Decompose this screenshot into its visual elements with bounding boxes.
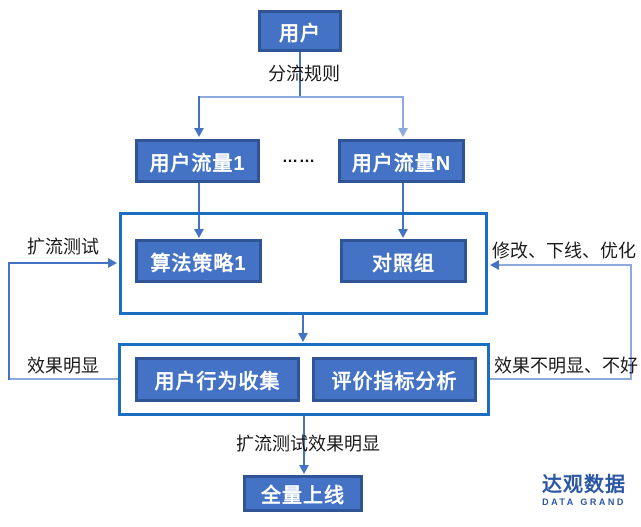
label-split-rule: 分流规则: [268, 64, 340, 84]
node-control-group: 对照组: [340, 239, 467, 283]
node-user-flow-n: 用户流量N: [338, 139, 465, 183]
connector-evaluation-launch: [303, 416, 305, 466]
datagrand-logo: 达观数据 DATA GRAND: [542, 474, 626, 507]
connector-leftloop-top: [8, 262, 108, 264]
container-evaluation-group: [118, 343, 490, 416]
node-metrics-analysis: 评价指标分析: [312, 357, 477, 402]
logo-subtitle: DATA GRAND: [542, 497, 626, 507]
connector-leftloop-vertical: [8, 262, 10, 380]
connector-split-flowN: [402, 96, 404, 129]
connector-testgroup-evaluation: [302, 315, 304, 334]
connector-flowN-control: [402, 183, 404, 230]
arrowhead-control: [398, 229, 408, 238]
node-behavior-collection: 用户行为收集: [135, 357, 300, 402]
connector-user-split: [299, 52, 301, 97]
label-effect-not-obvious: 效果不明显、不好: [494, 356, 638, 376]
connector-rightloop-bottom: [488, 378, 632, 380]
node-user-flow-1: 用户流量1: [135, 139, 260, 183]
arrowhead-algo1: [194, 229, 204, 238]
container-test-group: [119, 212, 488, 315]
connector-flow1-algo1: [198, 183, 200, 230]
arrowhead-evaluation: [298, 333, 308, 342]
label-expand-test: 扩流测试: [27, 237, 99, 257]
arrowhead-flow1: [194, 128, 204, 137]
label-expand-test-effect-obvious: 扩流测试效果明显: [236, 434, 380, 454]
label-ellipsis: ……: [282, 149, 316, 166]
connector-rightloop-vertical: [630, 264, 632, 380]
label-modify-offline-optimize: 修改、下线、优化: [492, 241, 636, 261]
connector-split-flow1: [198, 96, 200, 129]
label-effect-obvious: 效果明显: [27, 356, 99, 376]
arrowhead-launch: [299, 465, 309, 474]
node-user: 用户: [258, 10, 342, 52]
logo-title: 达观数据: [542, 474, 626, 496]
connector-split-horizontal: [198, 96, 404, 98]
arrowhead-flowN: [398, 128, 408, 137]
node-algorithm-strategy-1: 算法策略1: [135, 239, 262, 283]
node-full-launch: 全量上线: [243, 475, 363, 512]
connector-rightloop-top: [498, 264, 632, 266]
connector-leftloop-bottom: [8, 378, 118, 380]
arrowhead-rightloop: [490, 260, 499, 270]
arrowhead-leftloop: [108, 258, 117, 268]
